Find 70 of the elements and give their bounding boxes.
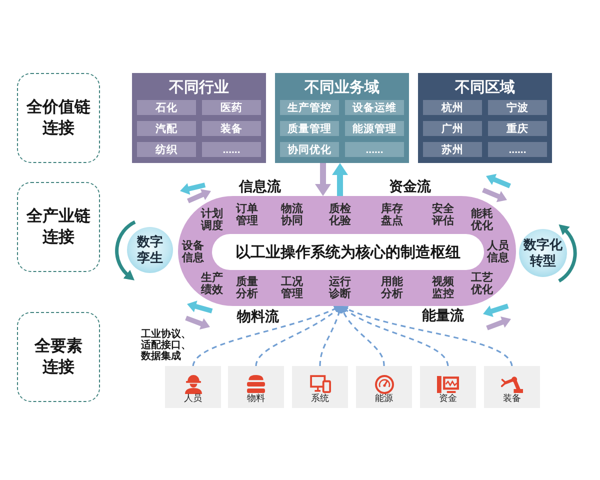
module-label: 设备信息 — [181, 240, 205, 264]
category-panel — [275, 73, 409, 163]
resource-tile — [420, 366, 476, 408]
module-label: 质检化验 — [328, 202, 352, 228]
module-label: 订单管理 — [235, 202, 259, 228]
module-label: 用能分析 — [380, 276, 404, 300]
item-tile: 能源管理 — [345, 121, 404, 136]
module-label: 视频监控 — [431, 276, 455, 300]
module-label: 能耗优化 — [470, 208, 494, 232]
module-label: 人员信息 — [486, 240, 510, 264]
resource-label: 资金 — [439, 393, 457, 404]
panel-heading: 不同行业 — [169, 79, 229, 97]
flow-label: 资金流 — [389, 178, 431, 194]
resource-label: 人员 — [184, 393, 202, 404]
module-label: 安全评估 — [431, 202, 455, 228]
category-panel — [132, 73, 266, 163]
module-label: 物流协同 — [280, 202, 304, 228]
item-tile: 苏州 — [423, 142, 482, 157]
module-label: 运行诊断 — [328, 276, 352, 300]
module-label: 工况管理 — [280, 276, 304, 300]
resource-tile — [228, 366, 284, 408]
resource-label: 系统 — [311, 393, 329, 404]
flow-label: 能量流 — [422, 307, 464, 323]
hub-center: 以工业操作系统为核心的制造枢纽 — [212, 234, 484, 270]
item-tile: 协同优化 — [280, 142, 339, 157]
module-label: 质量分析 — [235, 276, 259, 300]
panel-heading: 不同业务域 — [304, 79, 380, 97]
item-tile: ...... — [488, 142, 547, 157]
item-tile: 重庆 — [488, 121, 547, 136]
resource-tile — [484, 366, 540, 408]
resource-label: 物料 — [247, 393, 265, 404]
note-text: 工业协议、适配接口、数据集成 — [141, 329, 192, 362]
item-tile: ...... — [345, 142, 404, 157]
connection-box: 全要素连接 — [17, 312, 100, 402]
resource-label: 能源 — [375, 393, 393, 404]
flow-label: 物料流 — [237, 308, 279, 324]
resource-tile — [165, 366, 221, 408]
resource-tile — [356, 366, 412, 408]
dashed-connector — [340, 306, 385, 366]
concept-circle: 数字孪生 — [127, 227, 173, 273]
item-tile: 汽配 — [137, 121, 196, 136]
dashed-connector — [340, 305, 513, 366]
connection-box: 全产业链连接 — [17, 182, 100, 272]
item-tile: 石化 — [137, 100, 196, 115]
item-tile: 广州 — [423, 121, 482, 136]
module-label: 计划调度 — [200, 208, 224, 232]
item-tile: ...... — [202, 142, 261, 157]
module-label: 工艺优化 — [470, 272, 494, 296]
item-tile: 质量管理 — [280, 121, 339, 136]
dashed-connector — [340, 305, 449, 366]
item-tile: 医药 — [202, 100, 261, 115]
item-tile: 纺织 — [137, 142, 196, 157]
item-tile: 生产管控 — [280, 100, 339, 115]
panel-heading: 不同区域 — [455, 79, 515, 97]
module-label: 生产绩效 — [200, 272, 224, 296]
flow-label: 信息流 — [239, 178, 281, 194]
concept-circle: 数字化转型 — [519, 229, 567, 277]
resource-tile — [292, 366, 348, 408]
module-label: 库存盘点 — [380, 202, 404, 228]
category-panel — [418, 73, 552, 163]
item-tile: 装备 — [202, 121, 261, 136]
flow-arrow — [315, 163, 331, 196]
dashed-connector — [319, 306, 342, 366]
dashed-connector — [192, 305, 342, 366]
resource-label: 装备 — [503, 393, 521, 404]
item-tile: 杭州 — [423, 100, 482, 115]
flow-arrow — [332, 163, 348, 196]
item-tile: 设备运维 — [345, 100, 404, 115]
connection-box: 全价值链连接 — [17, 73, 100, 163]
item-tile: 宁波 — [488, 100, 547, 115]
